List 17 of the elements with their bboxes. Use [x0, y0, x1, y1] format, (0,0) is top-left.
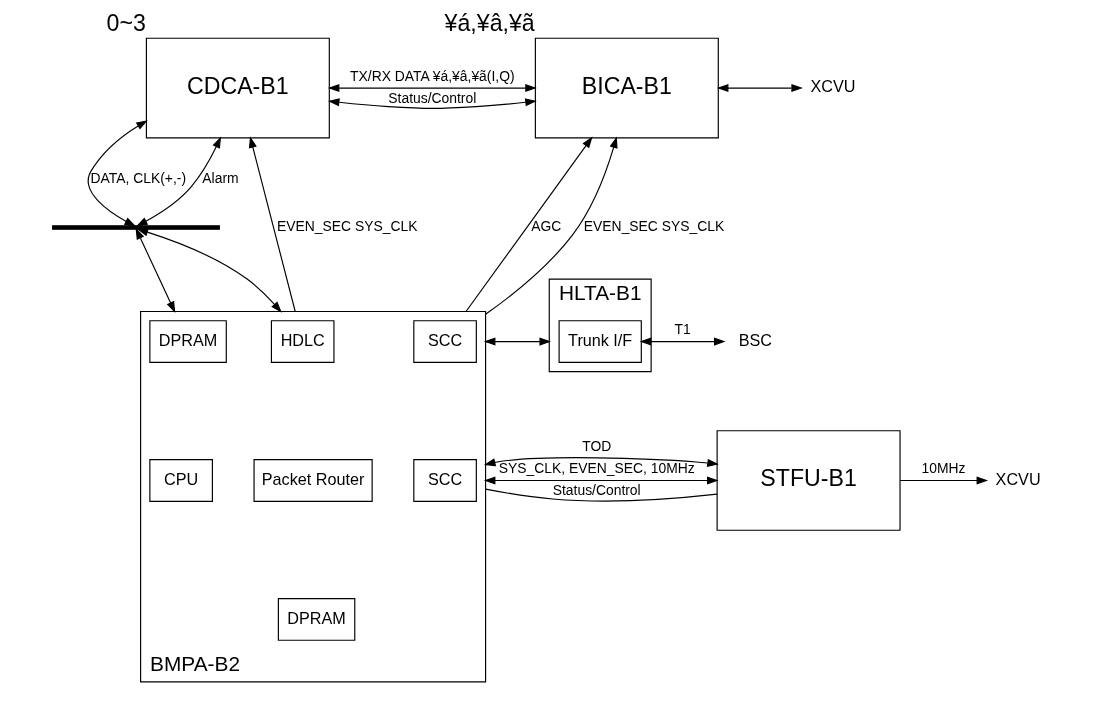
node-text: XCVU: [810, 77, 856, 96]
edge-label: Status/Control: [388, 89, 477, 106]
edge-label: T1: [674, 321, 691, 338]
edge-label: TOD: [582, 438, 612, 455]
edge-label: EVEN_SEC SYS_CLK: [583, 218, 725, 235]
edge-label: Status/Control: [552, 482, 641, 499]
edge-label: EVEN_SEC SYS_CLK: [277, 218, 418, 235]
node-label: 0~3: [106, 10, 146, 37]
edge-label: SYS_CLK, EVEN_SEC, 10MHz: [498, 460, 695, 477]
node-text: BSC: [738, 330, 772, 349]
edge-label: AGC: [531, 218, 562, 235]
node-text: XCVU: [995, 469, 1041, 488]
edge-label: DATA, CLK(+,-): [90, 169, 187, 186]
edge-label: TX/RX DATA ¥á,¥â,¥ã(I,Q): [350, 67, 515, 84]
edge-label: 10MHz: [921, 460, 966, 477]
node-label: ¥á,¥â,¥ã: [444, 10, 535, 37]
edge-label: Alarm: [202, 169, 239, 186]
